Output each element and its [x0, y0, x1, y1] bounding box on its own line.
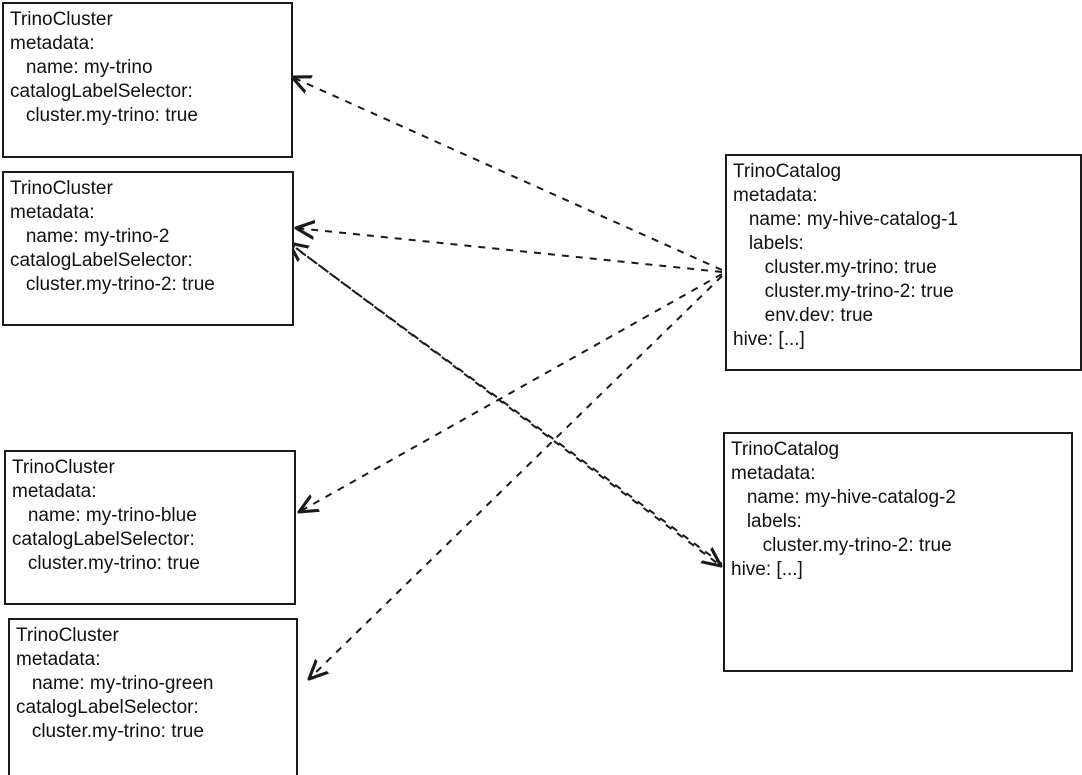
node-kind-label: TrinoCluster	[10, 9, 113, 30]
node-text-line: name: my-trino-green	[16, 673, 214, 694]
node-text-line: cluster.my-trino-2: true	[733, 281, 954, 302]
node-text-line: name: my-hive-catalog-2	[731, 487, 956, 508]
node-kind-label: TrinoCatalog	[733, 161, 842, 182]
node-kind-label: TrinoCluster	[12, 457, 115, 478]
node-text-line: catalogLabelSelector:	[12, 529, 195, 550]
edge-catalog-my-hive-catalog-1-to-cluster-my-trino-blue	[299, 273, 723, 512]
node-text-line: name: my-trino-blue	[12, 505, 197, 526]
edge-catalog-my-hive-catalog-1-to-cluster-my-trino-green	[309, 275, 723, 679]
node-text-line: cluster.my-trino: true	[10, 105, 198, 126]
node-kind-label: TrinoCluster	[10, 178, 113, 199]
node-text-line: hive: [...]	[731, 559, 803, 580]
node-text-line: catalogLabelSelector:	[10, 250, 193, 271]
node-text-line: name: my-trino	[10, 57, 153, 78]
node-text-line: metadata:	[10, 33, 95, 54]
node-body: TrinoCatalog metadata: name: my-hive-cata…	[725, 434, 1071, 582]
node-text-line: name: my-hive-catalog-1	[733, 209, 958, 230]
edge-catalog-my-hive-catalog-2-to-cluster-my-trino-2	[289, 243, 723, 565]
node-text-line: env.dev: true	[733, 305, 874, 326]
node-kind-label: TrinoCatalog	[731, 439, 840, 460]
edge-group	[289, 77, 723, 679]
node-text-line: name: my-trino-2	[10, 226, 170, 247]
node-text-line: metadata:	[731, 463, 816, 484]
node-text-line: metadata:	[16, 649, 101, 670]
node-body: TrinoCluster metadata: name: my-trino-gre…	[10, 620, 296, 744]
node-body: TrinoCluster metadata: name: my-trino cata…	[4, 4, 291, 128]
node-text-line: metadata:	[10, 202, 95, 223]
node-text-line: labels:	[733, 233, 804, 254]
node-text-line: cluster.my-trino-2: true	[10, 274, 215, 295]
node-cluster-my-trino[interactable]: TrinoCluster metadata: name: my-trino cata…	[2, 2, 293, 158]
node-text-line: cluster.my-trino-2: true	[731, 535, 952, 556]
edge-cluster-my-trino-2-to-catalog-my-hive-catalog-2	[295, 247, 721, 566]
edge-catalog-my-hive-catalog-1-to-cluster-my-trino	[292, 77, 723, 271]
node-text-line: catalogLabelSelector:	[16, 697, 199, 718]
node-text-line: cluster.my-trino: true	[16, 721, 204, 742]
node-cluster-my-trino-green[interactable]: TrinoCluster metadata: name: my-trino-gre…	[8, 618, 298, 775]
node-body: TrinoCluster metadata: name: my-trino-2 ca…	[4, 173, 292, 297]
edge-catalog-my-hive-catalog-1-to-cluster-my-trino-2	[296, 228, 723, 273]
node-cluster-my-trino-2[interactable]: TrinoCluster metadata: name: my-trino-2 ca…	[2, 171, 294, 326]
node-text-line: cluster.my-trino: true	[733, 257, 937, 278]
node-text-line: hive: [...]	[733, 329, 805, 350]
node-cluster-my-trino-blue[interactable]: TrinoCluster metadata: name: my-trino-blu…	[4, 450, 296, 605]
node-body: TrinoCatalog metadata: name: my-hive-cata…	[727, 156, 1080, 352]
node-kind-label: TrinoCluster	[16, 625, 119, 646]
node-catalog-my-hive-catalog-1[interactable]: TrinoCatalog metadata: name: my-hive-cata…	[725, 154, 1082, 371]
node-text-line: labels:	[731, 511, 802, 532]
node-catalog-my-hive-catalog-2[interactable]: TrinoCatalog metadata: name: my-hive-cata…	[723, 432, 1073, 672]
node-text-line: metadata:	[733, 185, 818, 206]
node-text-line: cluster.my-trino: true	[12, 553, 200, 574]
node-text-line: catalogLabelSelector:	[10, 81, 193, 102]
node-text-line: metadata:	[12, 481, 97, 502]
node-body: TrinoCluster metadata: name: my-trino-blu…	[6, 452, 294, 576]
